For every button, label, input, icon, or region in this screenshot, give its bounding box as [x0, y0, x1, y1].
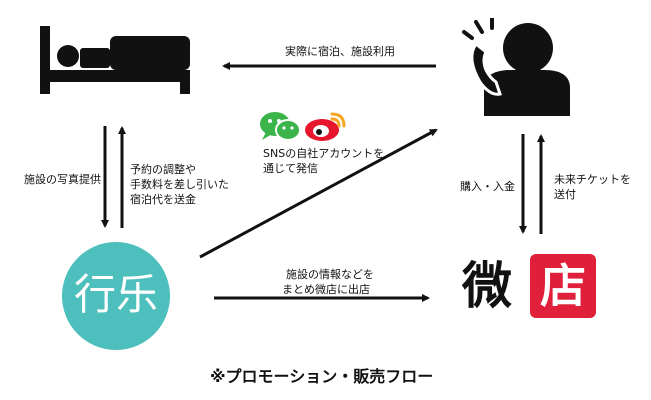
arrow-xingle-to-customer	[199, 128, 438, 259]
label-remit-2: 手数料を差し引いた	[130, 178, 229, 191]
xingle-logo-text: 行乐	[73, 270, 158, 319]
weidian-badge: 店	[530, 254, 596, 318]
label-shop-1: 施設の情報などを	[286, 268, 374, 281]
label-sns-1: SNSの自社アカウントを	[263, 147, 385, 160]
label-actual-stay: 実際に宿泊、施設利用	[285, 45, 395, 58]
label-remit-3: 宿泊代を送金	[130, 193, 196, 206]
weidian-text-left: 微	[462, 257, 512, 315]
bed-icon	[40, 26, 190, 94]
xingle-logo: 行乐	[62, 242, 170, 350]
person-phone-icon	[462, 18, 570, 116]
label-photos: 施設の写真提供	[24, 173, 101, 186]
weibo-icon	[305, 112, 346, 141]
weidian-logo: 微 店	[460, 254, 610, 318]
wechat-icon	[260, 112, 301, 141]
label-shop-2: まとめ微店に出店	[282, 283, 370, 296]
label-sns-2: 通じて発信	[263, 162, 318, 175]
label-ticket-1: 未来チケットを	[554, 173, 631, 186]
label-ticket-2: 送付	[554, 188, 576, 201]
diagram-caption: ※プロモーション・販売フロー	[210, 367, 434, 386]
label-purchase: 購入・入金	[460, 180, 515, 193]
weidian-text-right: 店	[540, 259, 586, 313]
label-remit-1: 予約の調整や	[130, 163, 196, 176]
